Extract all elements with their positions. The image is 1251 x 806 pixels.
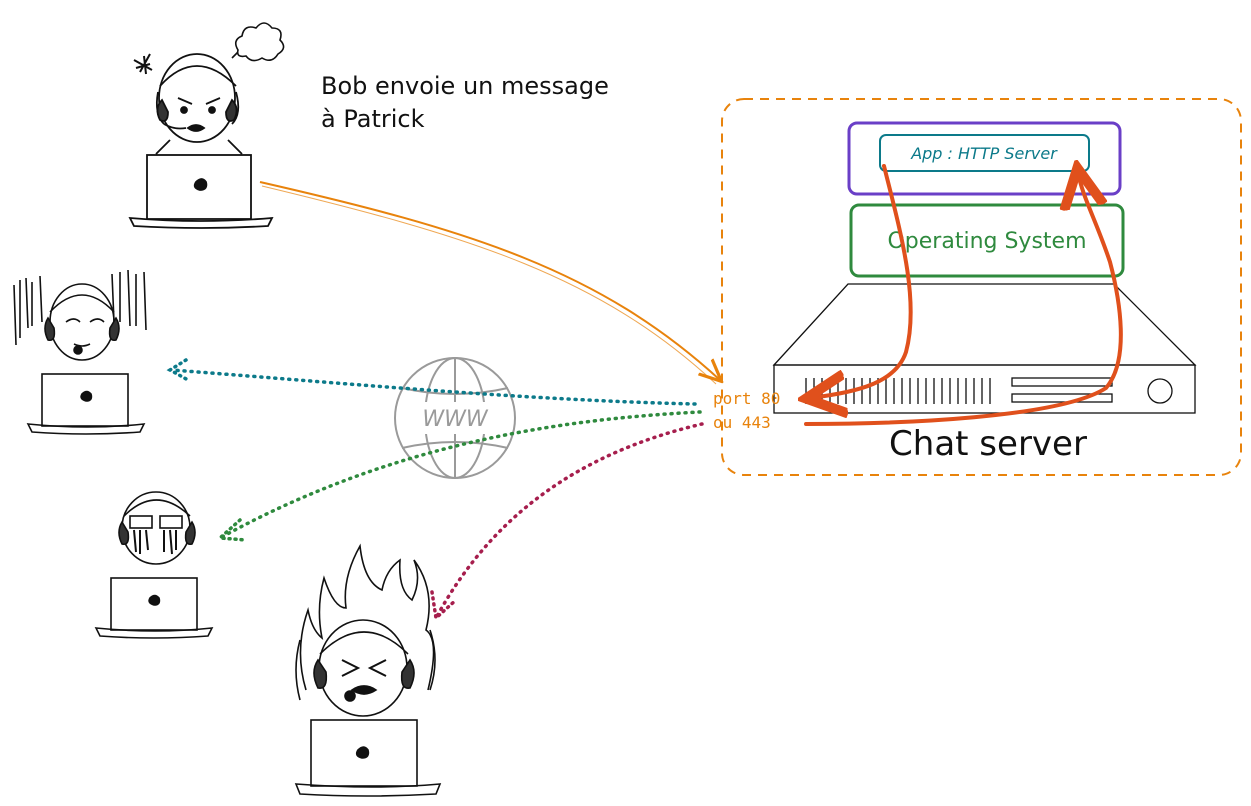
caption-line-1: Bob envoie un message (321, 72, 609, 100)
caption-line-2: à Patrick (321, 105, 425, 133)
steam-cloud-icon (231, 22, 285, 62)
user-bob (128, 22, 285, 229)
http-server-box (879, 134, 1090, 172)
port-line-1: port 80 (713, 389, 780, 408)
laptop-icon (128, 154, 274, 229)
os-layer-box (849, 203, 1125, 278)
flow-app-to-port-arrow (810, 164, 913, 398)
globe-icon (394, 357, 516, 479)
app-layer-box (847, 121, 1122, 196)
anger-mark-icon (133, 53, 153, 75)
app-label: App : HTTP Server (910, 144, 1058, 163)
user-burning (294, 543, 442, 797)
port-line-2: ou 443 (713, 413, 771, 432)
os-label: Operating System (887, 229, 1086, 254)
stress-lines-icon (13, 269, 147, 346)
server-zone (721, 98, 1242, 476)
delivery-arrow-crimson (434, 422, 704, 620)
delivery-arrow-green (218, 410, 702, 540)
server-name: Chat server (889, 424, 1087, 464)
user-crying (94, 491, 214, 639)
send-arrow (259, 181, 720, 380)
user-stressed (13, 269, 147, 435)
flow-port-to-app-arrow (804, 172, 1123, 426)
globe-label: WWW (422, 407, 489, 432)
delivery-arrow-teal (170, 368, 697, 406)
flame-icon (295, 543, 436, 701)
